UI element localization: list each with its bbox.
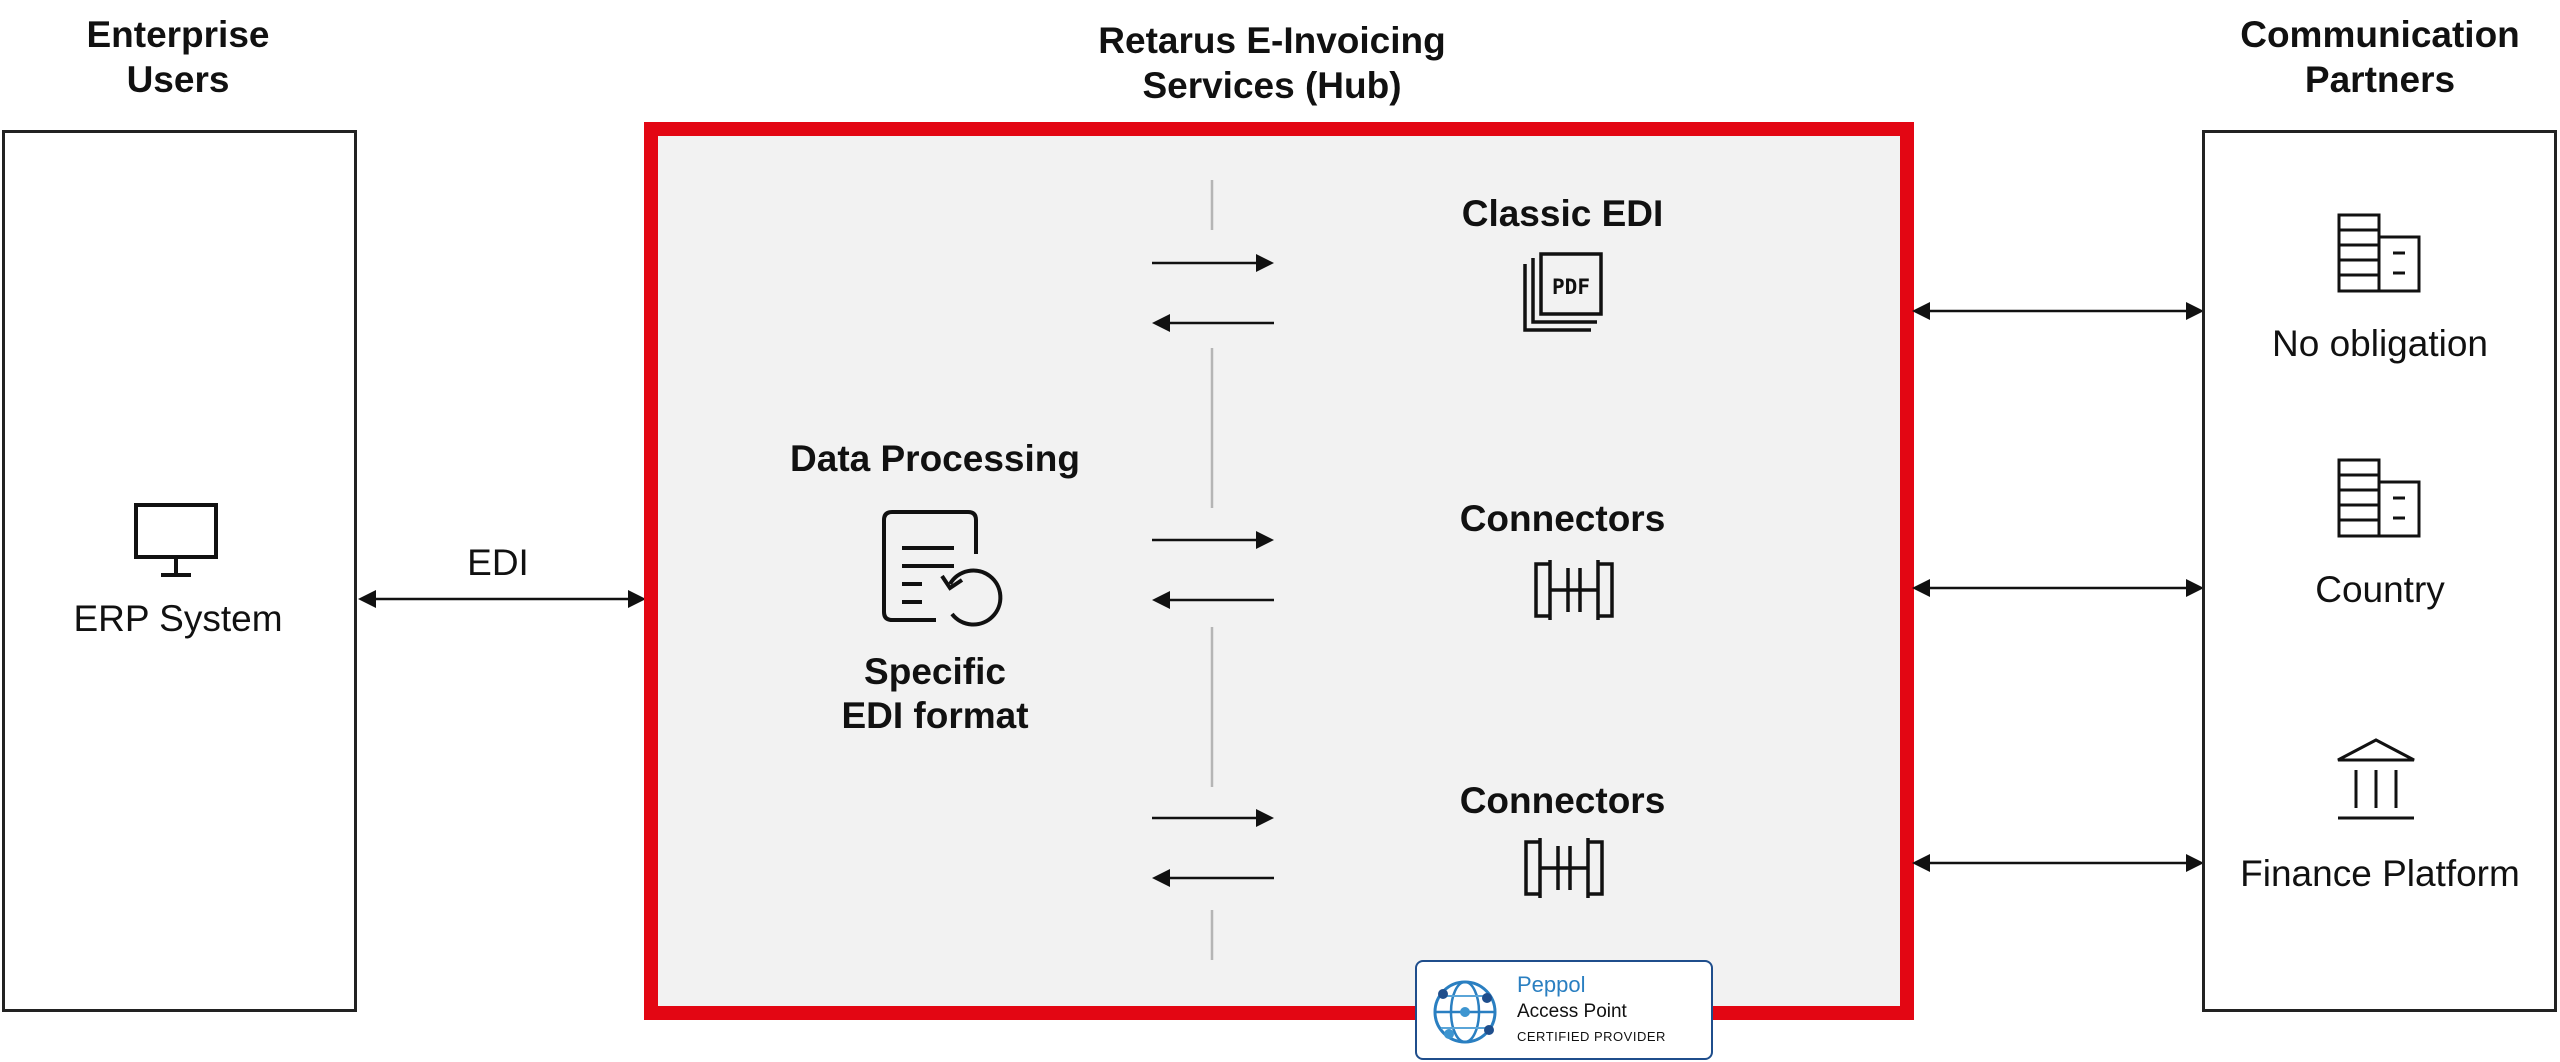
document-refresh-icon	[882, 510, 1003, 627]
monitor-icon	[134, 503, 218, 577]
peppol-badge: Peppol Access Point CERTIFIED PROVIDER	[1415, 960, 1713, 1060]
country-label: Country	[2315, 569, 2445, 610]
channel-arrows-1	[1152, 254, 1274, 332]
peppol-title: Access Point	[1517, 1001, 1627, 1022]
connector-icon-1	[1534, 560, 1614, 620]
peppol-brand: Peppol	[1517, 972, 1586, 997]
channel-arrows-2	[1152, 531, 1274, 609]
connector-icon-2	[1524, 838, 1604, 898]
connectors-label-1: Connectors	[1459, 498, 1666, 539]
communication-partners-heading: Communication Partners	[2240, 14, 2520, 100]
buildings-icon-1	[2337, 213, 2421, 293]
peppol-globe-icon	[1433, 980, 1497, 1044]
enterprise-users-heading: Enterprise Users	[86, 14, 270, 100]
enterprise-panel	[2, 130, 357, 1012]
specific-edi-format-label: Specific EDI format	[841, 651, 1029, 736]
data-processing-title: Data Processing	[790, 438, 1080, 479]
partner-double-arrow-3	[1912, 854, 2204, 872]
hub-separator-line	[1210, 180, 1214, 960]
buildings-icon-2	[2337, 458, 2421, 538]
channel-arrows-3	[1152, 809, 1274, 887]
partner-double-arrow-2	[1912, 579, 2204, 597]
finance-platform-label: Finance Platform	[2240, 853, 2520, 894]
peppol-subtitle: CERTIFIED PROVIDER	[1517, 1029, 1666, 1044]
pdf-stack-icon: PDF	[1523, 252, 1603, 332]
hub-heading: Retarus E-Invoicing Services (Hub)	[1098, 20, 1446, 106]
hub-box	[644, 122, 1914, 1020]
bank-icon	[2337, 738, 2415, 820]
no-obligation-label: No obligation	[2272, 323, 2488, 364]
edi-double-arrow	[358, 590, 646, 608]
connectors-label-2: Connectors	[1459, 780, 1666, 821]
erp-system-label: ERP System	[73, 598, 283, 639]
partner-double-arrow-1	[1912, 302, 2204, 320]
svg-text:PDF: PDF	[1552, 275, 1590, 299]
edi-link-label: EDI	[467, 542, 529, 583]
classic-edi-label: Classic EDI	[1461, 193, 1664, 234]
